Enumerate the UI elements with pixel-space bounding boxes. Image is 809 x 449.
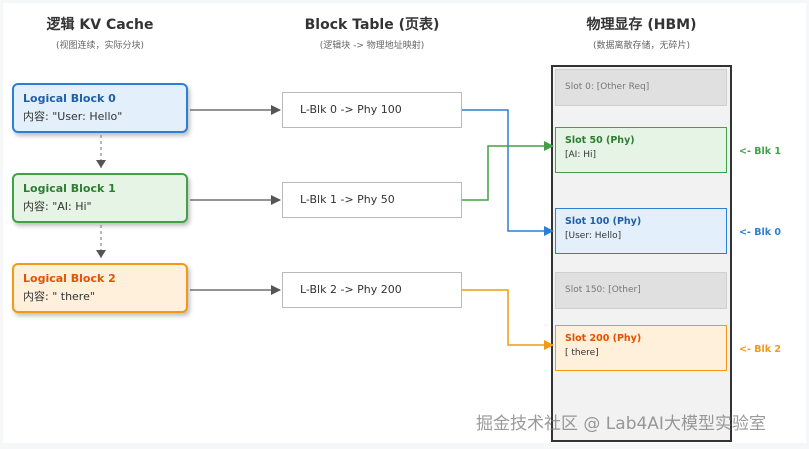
page-table-entry-1: L-Blk 1 -> Phy 50	[282, 182, 462, 218]
slot-marker-blk-0: <- Blk 0	[739, 227, 781, 238]
slot-50: Slot 50 (Phy) [AI: Hi]	[555, 127, 727, 173]
slot-150: Slot 150: [Other]	[555, 272, 727, 309]
slot-title: Slot 100 (Phy)	[565, 216, 642, 227]
arrow-table2-to-slot200	[462, 289, 554, 350]
logical-block-2: Logical Block 2 内容: " there"	[12, 263, 188, 313]
logical-block-title: Logical Block 2	[23, 272, 116, 285]
logical-title: 逻辑 KV Cache	[46, 17, 154, 33]
logical-block-content: 内容: "User: Hello"	[23, 110, 123, 123]
table-title: Block Table (页表)	[304, 17, 440, 33]
page-table-entry-2: L-Blk 2 -> Phy 200	[282, 272, 462, 308]
slot-marker-blk-2: <- Blk 2	[739, 344, 781, 355]
watermark: 掘金技术社区 @ Lab4AI大模型实验室	[476, 414, 766, 434]
slot-title: Slot 50 (Phy)	[565, 135, 635, 146]
physical-subtitle: (数据离散存储，无碎片)	[592, 41, 691, 51]
slot-content: [User: Hello]	[565, 231, 622, 241]
logical-subtitle: (视图连续，实际分块)	[55, 41, 145, 51]
arrow-table0-to-slot100	[462, 109, 554, 236]
arrowhead-icon	[96, 250, 106, 258]
slot-title: Slot 200 (Phy)	[565, 333, 642, 344]
slot-content: [ there]	[565, 348, 599, 358]
page-table-entry-0: L-Blk 0 -> Phy 100	[282, 92, 462, 128]
arrow-table1-to-slot50	[462, 141, 554, 201]
physical-title: 物理显存 (HBM)	[586, 17, 697, 33]
slot-content: [AI: Hi]	[565, 150, 596, 160]
logical-block-title: Logical Block 0	[23, 92, 116, 105]
logical-block-0: Logical Block 0 内容: "User: Hello"	[12, 83, 188, 133]
slot-marker-blk-1: <- Blk 1	[739, 146, 781, 157]
table-subtitle: (逻辑块 -> 物理地址映射)	[319, 41, 425, 51]
logical-block-1: Logical Block 1 内容: "AI: Hi"	[12, 173, 188, 223]
slot-200: Slot 200 (Phy) [ there]	[555, 325, 727, 371]
logical-block-content: 内容: " there"	[23, 290, 95, 303]
logical-block-title: Logical Block 1	[23, 182, 116, 195]
arrowhead-icon	[96, 160, 106, 168]
slot-100: Slot 100 (Phy) [User: Hello]	[555, 208, 727, 254]
logical-block-content: 内容: "AI: Hi"	[23, 200, 92, 213]
slot-0: Slot 0: [Other Req]	[555, 69, 727, 106]
